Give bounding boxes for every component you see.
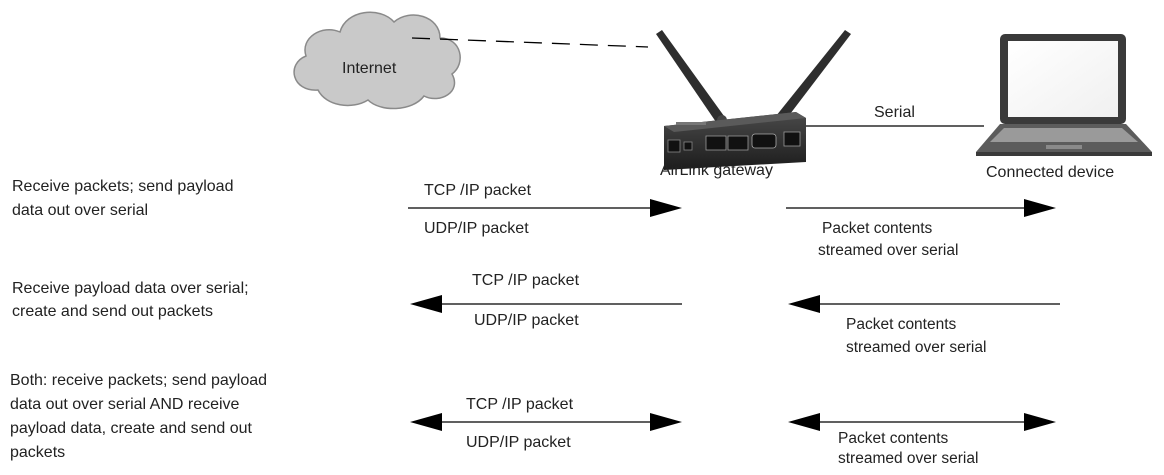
row-2-serial-arrow [788, 295, 1060, 313]
serial-label: Serial [874, 104, 915, 121]
row-2-packet-label: TCP /IP packet [472, 272, 580, 289]
row-1-packet-arrow [408, 199, 682, 217]
row-2-packet-arrow [410, 295, 682, 313]
row-3-desc-line: packets [10, 444, 66, 461]
row-1-serial-label: Packet contents [822, 220, 933, 237]
row-1-packet-label: TCP /IP packet [424, 182, 532, 199]
row-3-packet-arrow [410, 413, 682, 431]
row-1-desc-line: Receive packets; send payload [12, 178, 234, 195]
row-2-serial-label: Packet contents [846, 316, 957, 333]
device-label: Connected device [986, 164, 1115, 181]
row-3-desc-line: data out over serial AND receive [10, 396, 240, 413]
row-1-desc-line: data out over serial [12, 202, 149, 219]
row-3-desc-line: payload data, create and send out [10, 420, 252, 437]
row-3-serial-arrow [788, 413, 1056, 431]
laptop-icon [976, 34, 1152, 156]
row-3-packet-label: TCP /IP packet [466, 396, 574, 413]
row-2-packet-label: UDP/IP packet [474, 312, 579, 329]
gateway-icon [656, 30, 851, 170]
row-1-serial-arrow [786, 199, 1056, 217]
row-1-packet-label: UDP/IP packet [424, 220, 529, 237]
wireless-link-line [411, 37, 649, 48]
row-3-serial-label: Packet contents [838, 430, 949, 447]
row-2-serial-label: streamed over serial [846, 339, 987, 356]
row-3-serial-label: streamed over serial [838, 450, 979, 467]
gateway-label: AirLink gateway [660, 162, 773, 179]
row-3-desc-line: Both: receive packets; send payload [10, 372, 268, 389]
row-1-serial-label: streamed over serial [818, 242, 959, 259]
row-2-desc-line: Receive payload data over serial; [12, 280, 249, 297]
cloud-label: Internet [342, 60, 397, 77]
row-3-packet-label: UDP/IP packet [466, 434, 571, 451]
cloud-icon [293, 11, 461, 110]
row-2-desc-line: create and send out packets [12, 303, 214, 320]
